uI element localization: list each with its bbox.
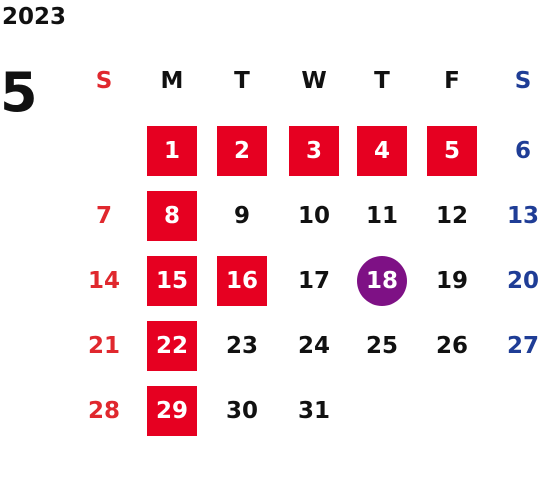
day-cell[interactable]: 17 <box>297 268 330 294</box>
day-cell[interactable]: 11 <box>365 203 398 229</box>
weekday-header: T <box>374 68 390 94</box>
weekday-header: S <box>514 68 532 94</box>
weekday-header: W <box>301 68 327 94</box>
weekday-header: S <box>95 68 113 94</box>
day-cell[interactable]: 19 <box>435 268 468 294</box>
day-cell[interactable]: 25 <box>365 333 398 359</box>
month-label: 5 <box>0 61 38 124</box>
year-label: 2023 <box>2 4 67 30</box>
selected-day-cell[interactable]: 18 <box>357 256 407 306</box>
day-cell[interactable]: 31 <box>297 398 330 424</box>
holiday-day-cell[interactable]: 16 <box>217 256 267 306</box>
day-cell[interactable]: 24 <box>297 333 330 359</box>
holiday-day-cell[interactable]: 3 <box>289 126 339 176</box>
sunday-day-cell[interactable]: 14 <box>87 268 120 294</box>
holiday-day-cell[interactable]: 2 <box>217 126 267 176</box>
holiday-day-cell[interactable]: 4 <box>357 126 407 176</box>
saturday-day-cell[interactable]: 6 <box>514 138 531 164</box>
day-cell[interactable]: 26 <box>435 333 468 359</box>
sunday-day-cell[interactable]: 7 <box>95 203 112 229</box>
holiday-day-cell[interactable]: 15 <box>147 256 197 306</box>
holiday-day-cell[interactable]: 1 <box>147 126 197 176</box>
holiday-day-cell[interactable]: 8 <box>147 191 197 241</box>
day-cell[interactable]: 12 <box>435 203 468 229</box>
day-cell[interactable]: 9 <box>233 203 250 229</box>
holiday-day-cell[interactable]: 5 <box>427 126 477 176</box>
weekday-header: F <box>444 68 460 94</box>
sunday-day-cell[interactable]: 28 <box>87 398 120 424</box>
weekday-header: M <box>160 68 184 94</box>
saturday-day-cell[interactable]: 20 <box>506 268 539 294</box>
holiday-day-cell[interactable]: 22 <box>147 321 197 371</box>
holiday-day-cell[interactable]: 29 <box>147 386 197 436</box>
day-cell[interactable]: 10 <box>297 203 330 229</box>
saturday-day-cell[interactable]: 13 <box>506 203 539 229</box>
day-cell[interactable]: 23 <box>225 333 258 359</box>
weekday-header: T <box>234 68 250 94</box>
day-cell[interactable]: 30 <box>225 398 258 424</box>
saturday-day-cell[interactable]: 27 <box>506 333 539 359</box>
sunday-day-cell[interactable]: 21 <box>87 333 120 359</box>
